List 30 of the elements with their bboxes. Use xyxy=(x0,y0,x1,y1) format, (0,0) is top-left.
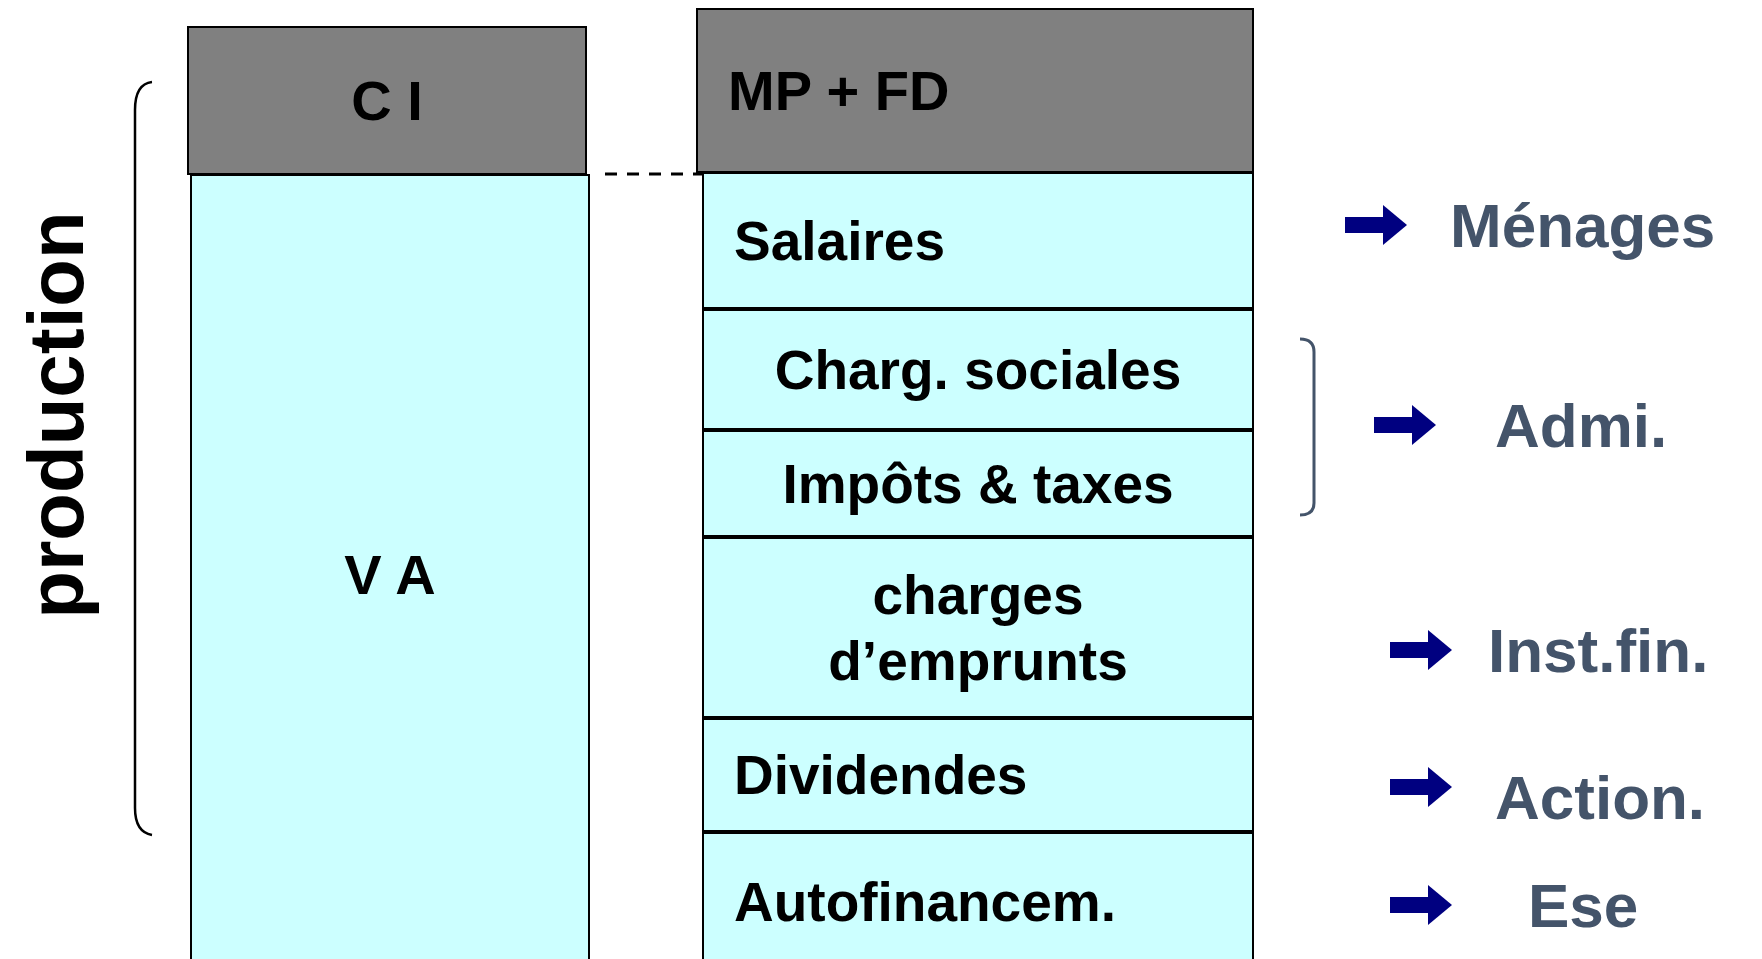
axis-title: production xyxy=(10,211,101,619)
value-block xyxy=(702,172,1254,309)
dashed-line xyxy=(605,172,702,176)
block-label: Dividendes xyxy=(734,743,1028,807)
block-label: C I xyxy=(351,68,423,133)
arrow xyxy=(1390,630,1452,670)
block-label: Salaires xyxy=(734,208,945,273)
recipient-label: Action. xyxy=(1495,761,1706,833)
arrow xyxy=(1390,885,1452,925)
value-block xyxy=(702,309,1254,430)
value-block xyxy=(702,718,1254,832)
cost-block xyxy=(187,26,587,175)
value-block xyxy=(702,832,1254,959)
arrow xyxy=(1345,205,1407,245)
block-label: V A xyxy=(344,541,436,607)
value-block xyxy=(702,430,1254,537)
value-block xyxy=(190,174,590,959)
recipient-label: Ménages xyxy=(1450,189,1716,261)
block-label: Impôts & taxes xyxy=(782,451,1174,516)
block-label: Charg. sociales xyxy=(774,337,1182,402)
arrow xyxy=(1374,405,1436,445)
block-label: MP + FD xyxy=(728,58,950,123)
block-label: charges d’emprunts xyxy=(827,562,1129,694)
arrow xyxy=(1390,767,1452,807)
recipient-label: Inst.fin. xyxy=(1488,614,1709,686)
recipient-label: Ese xyxy=(1528,869,1639,941)
value-block xyxy=(702,537,1254,718)
recipient-label: Admi. xyxy=(1495,389,1668,461)
cost-block xyxy=(696,8,1254,173)
block-label: Autofinancem. xyxy=(734,870,1116,934)
